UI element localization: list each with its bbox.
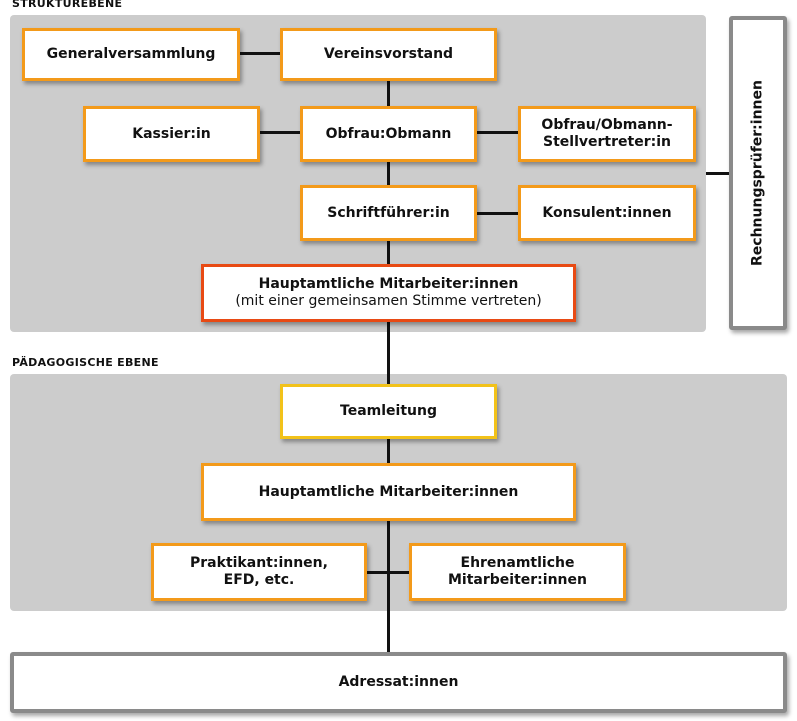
section-label-struktur: STRUKTUREBENE xyxy=(12,0,123,10)
node-label-line1: Praktikant:innen, xyxy=(190,555,328,571)
node-stellvertreter: Obfrau/Obmann- Stellvertreter:in xyxy=(518,106,696,162)
node-label-line2: (mit einer gemeinsamen Stimme vertreten) xyxy=(235,293,542,309)
connector-kassier-obfrau xyxy=(260,131,302,134)
node-praktikant: Praktikant:innen, EFD, etc. xyxy=(151,543,367,601)
node-label: Konsulent:innen xyxy=(542,204,672,221)
connector-praktikant-ehrenamt xyxy=(367,571,411,574)
connector-schrift-konsulent xyxy=(475,212,520,215)
node-label: Generalversammlung xyxy=(46,46,216,62)
node-label: Obfrau:Obmann xyxy=(325,125,452,142)
node-label-line2: EFD, etc. xyxy=(223,572,295,588)
node-label: Schriftführer:in xyxy=(327,204,450,221)
node-label: Vereinsvorstand xyxy=(323,46,454,62)
node-label: Adressat:innen xyxy=(338,674,459,690)
node-label-line1: Hauptamtliche Mitarbeiter:innen xyxy=(258,276,519,292)
node-label-line1: Obfrau/Obmann- xyxy=(541,117,673,133)
node-label: Hauptamtliche Mitarbeiter:innen xyxy=(258,483,519,500)
node-generalversammlung: Generalversammlung xyxy=(22,28,240,81)
node-ehrenamtliche: Ehrenamtliche Mitarbeiter:innen xyxy=(409,543,626,601)
node-label-line1: Ehrenamtliche xyxy=(460,555,575,571)
section-label-paedagogisch: PÄDAGOGISCHE EBENE xyxy=(12,356,159,369)
node-obfrau: Obfrau:Obmann xyxy=(300,106,477,162)
node-label-line2: Mitarbeiter:innen xyxy=(448,572,587,588)
connector-obfrau-stellvertreter xyxy=(475,131,520,134)
node-hauptamtliche-struktur: Hauptamtliche Mitarbeiter:innen (mit ein… xyxy=(201,264,576,322)
connector-rechnungspruefer xyxy=(706,172,730,175)
node-label: Rechnungsprüfer:innen xyxy=(749,80,766,266)
node-schriftfuehrer: Schriftführer:in xyxy=(300,185,477,241)
node-hauptamtliche-paed: Hauptamtliche Mitarbeiter:innen xyxy=(201,463,576,521)
node-kassier: Kassier:in xyxy=(83,106,260,162)
node-label: Kassier:in xyxy=(132,125,211,142)
node-label: Teamleitung xyxy=(340,403,437,419)
connector-gv-vorstand xyxy=(240,52,282,55)
node-adressat: Adressat:innen xyxy=(10,652,787,713)
node-label-line2: Stellvertreter:in xyxy=(543,134,671,150)
node-konsulent: Konsulent:innen xyxy=(518,185,696,241)
node-teamleitung: Teamleitung xyxy=(280,384,497,439)
node-rechnungspruefer: Rechnungsprüfer:innen xyxy=(729,16,787,330)
node-vereinsvorstand: Vereinsvorstand xyxy=(280,28,497,81)
connector-main-vertical xyxy=(387,78,390,652)
